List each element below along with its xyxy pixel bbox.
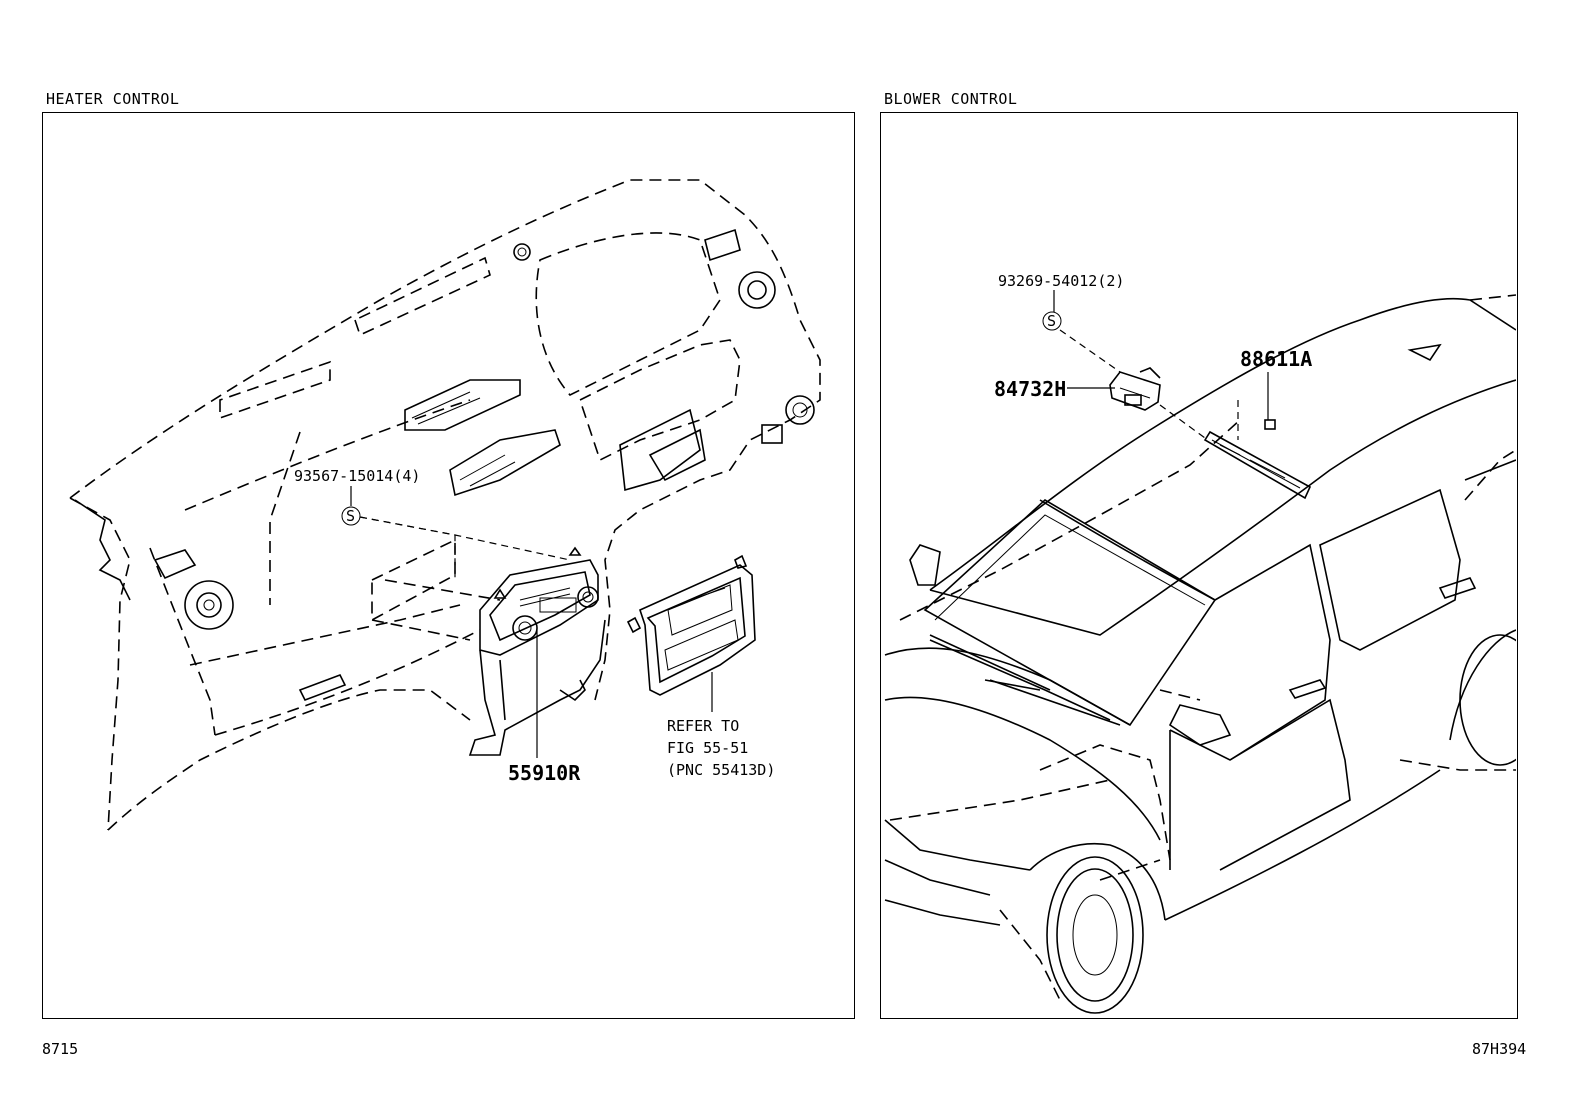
heater-control-unit <box>468 546 606 756</box>
callout-heater-control-unit: 55910R <box>508 761 581 785</box>
callout-sensor: 88611A <box>1240 347 1312 371</box>
figure-code-left: 8715 <box>42 1040 79 1058</box>
blower-control-panel <box>880 112 1518 1019</box>
blower-control-switch <box>1109 367 1161 411</box>
callout-refer-line1: REFER TO <box>667 717 739 735</box>
callout-refer-line3: (PNC 55413D) <box>667 761 775 779</box>
blower-control-title: BLOWER CONTROL <box>884 90 1018 108</box>
callout-refer-line2: FIG 55-51 <box>667 739 748 757</box>
screw-symbol-right: S <box>1047 312 1056 330</box>
ambient-sensor-bar <box>1203 419 1312 500</box>
screw-symbol-left: S <box>346 507 355 525</box>
callout-heater-screw: 93567-15014(4) <box>294 467 420 485</box>
callout-bracket: 84732H <box>994 377 1066 401</box>
vehicle-drawing <box>884 290 1516 1014</box>
heater-control-bezel <box>626 554 756 696</box>
heater-control-panel <box>42 112 855 1019</box>
callout-blower-screw: 93269-54012(2) <box>998 272 1124 290</box>
heater-control-title: HEATER CONTROL <box>46 90 180 108</box>
instrument-panel-drawing <box>69 179 821 831</box>
figure-code-right: 87H394 <box>1472 1040 1527 1058</box>
